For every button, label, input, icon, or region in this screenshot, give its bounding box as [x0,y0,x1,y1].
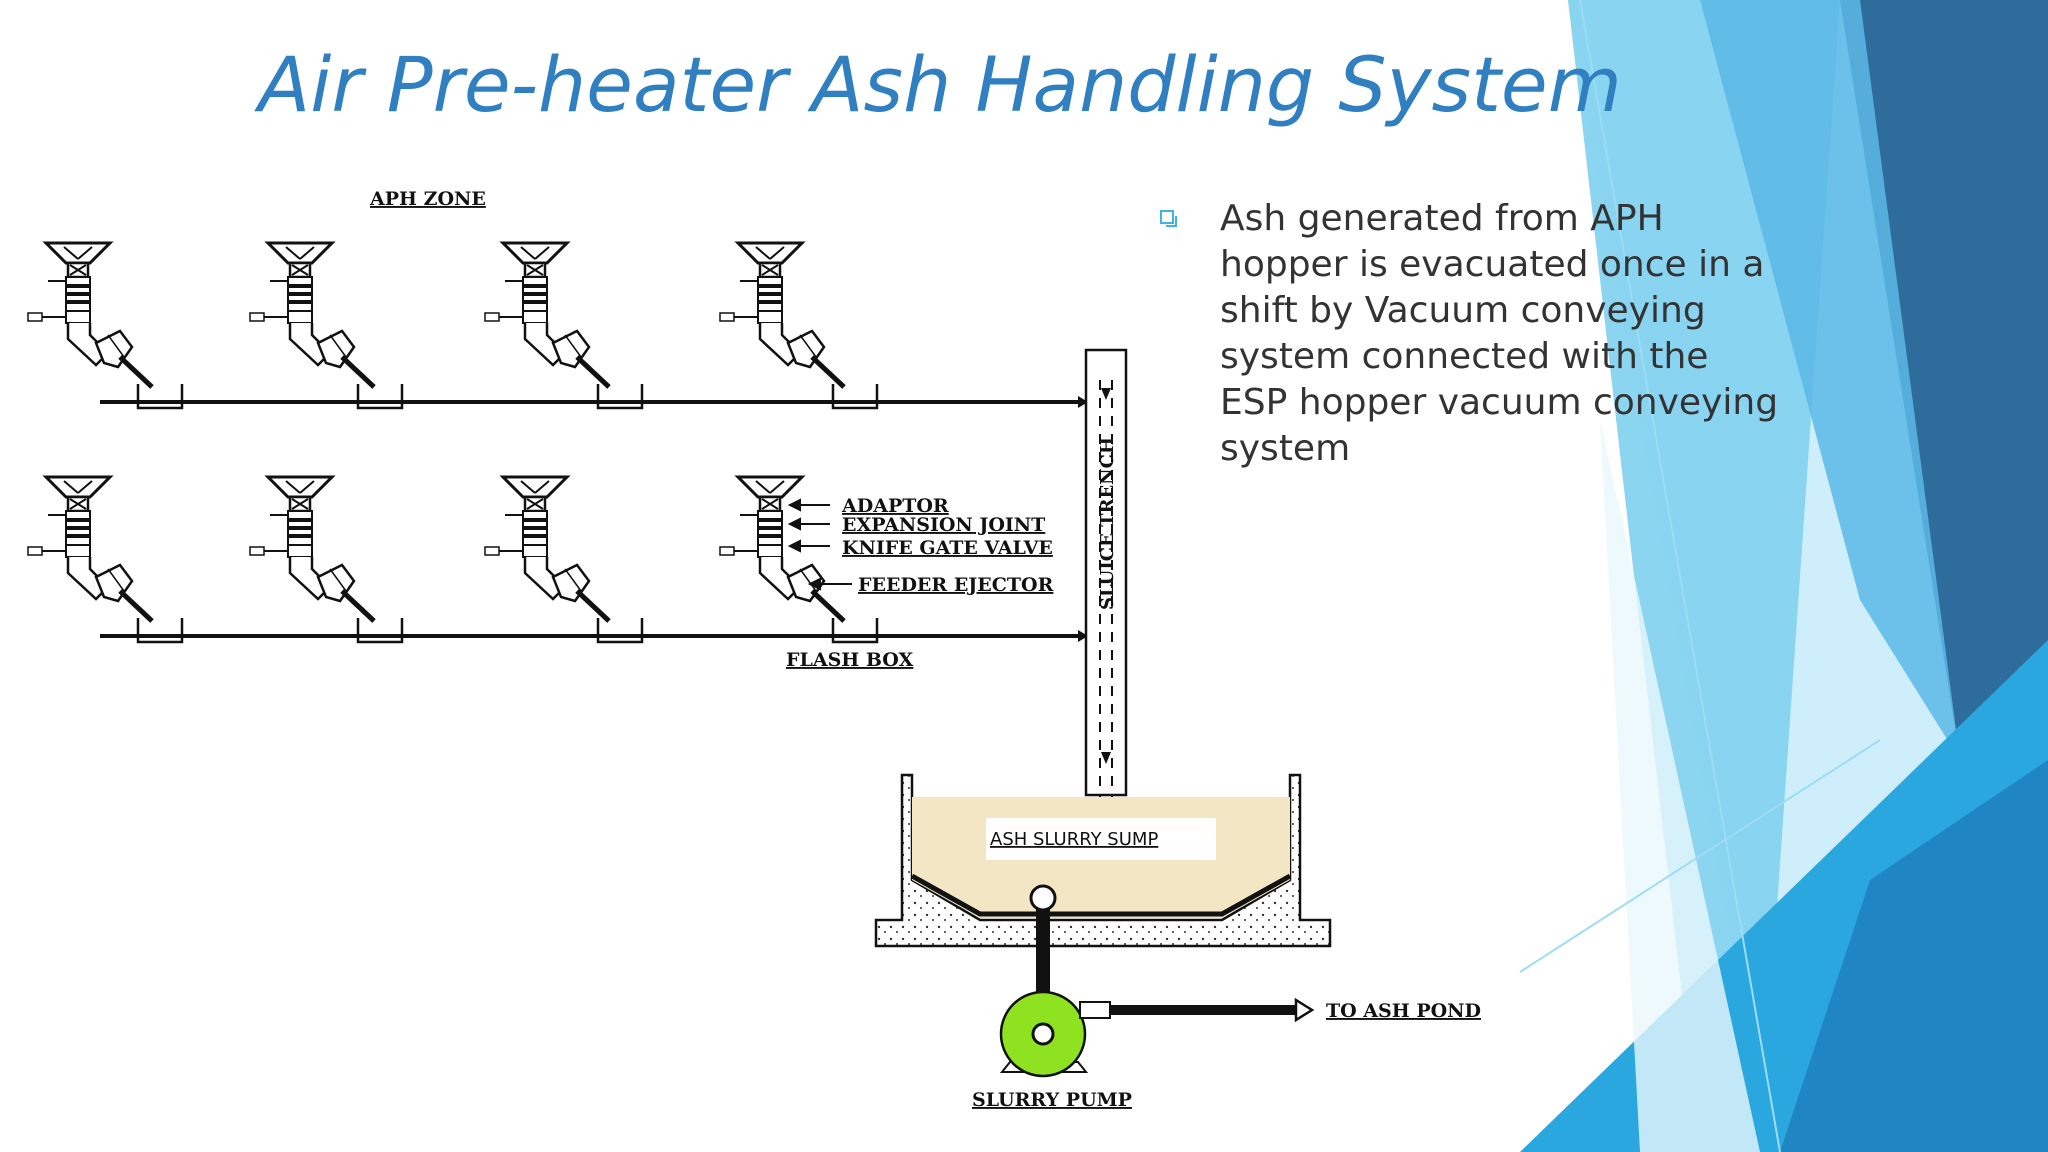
ash-slurry-sump [874,773,1332,948]
slurry-pump-label: SLURRY PUMP [972,1089,1132,1111]
flash-box [831,382,879,410]
flash-box [596,382,644,410]
aph-hopper [485,477,609,621]
aph-hopper [720,243,844,387]
flash-box [136,616,184,644]
flash-box [596,616,644,644]
bullet-square-icon [1160,210,1177,227]
flash-box [136,382,184,410]
aph-hopper [250,243,374,387]
to-ash-pond-label: TO ASH POND [1326,1000,1481,1022]
ash-slurry-sump-label: ASH SLURRY SUMP [990,829,1158,850]
ash-handling-diagram: APH ZONE ADAPTOR EXPANSION JOINT KNIFE G… [0,188,1481,1111]
sluice-trench-label: SLUICE TRENCH [1097,437,1118,610]
sluice-trench [1084,348,1128,797]
aph-hopper [28,477,152,621]
slurry-pump [999,990,1111,1078]
flash-box [356,616,404,644]
expansion-joint-label: EXPANSION JOINT [842,514,1045,536]
aph-hopper [28,243,152,387]
flash-box [831,616,879,644]
callout-arrows [787,498,852,591]
adaptor-label: ADAPTOR [841,495,949,517]
flash-box-label: FLASH BOX [786,649,914,671]
bullet-text: Ash generated from APH hopper is evacuat… [1220,198,1779,469]
knife-gate-valve-label: KNIFE GATE VALVE [842,537,1053,559]
slide-title: Air Pre-heater Ash Handling System [258,40,1622,129]
flash-box [356,382,404,410]
feeder-ejector-label: FEEDER EJECTOR [858,574,1054,596]
aph-hopper [485,243,609,387]
aph-hopper [250,477,374,621]
aph-hopper [720,477,844,621]
discharge-pipe [1110,1005,1300,1015]
aph-zone-label: APH ZONE [369,188,486,210]
